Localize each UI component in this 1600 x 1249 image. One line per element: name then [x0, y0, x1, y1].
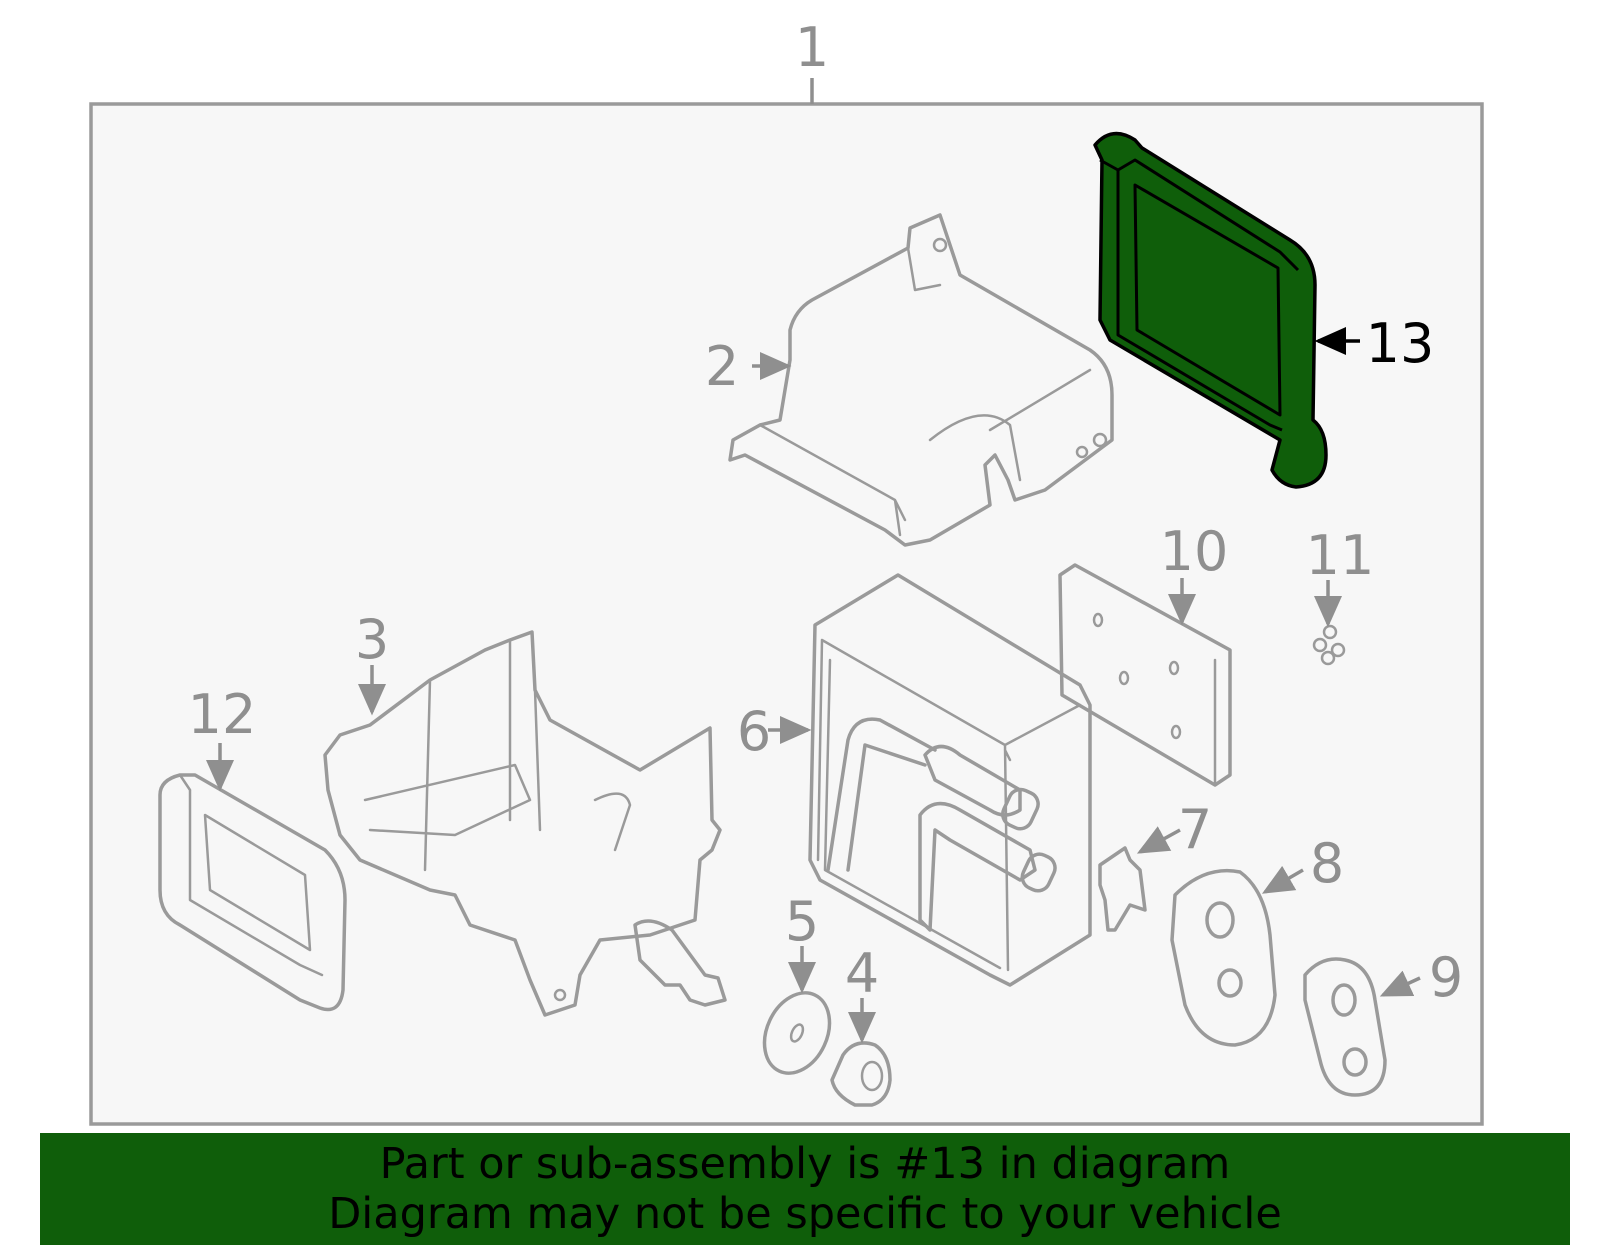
part-13-filter-highlighted	[1093, 131, 1328, 489]
callout-10: 10	[1160, 520, 1229, 583]
banner-line-part: Part or sub-assembly is #13 in diagram	[379, 1139, 1231, 1189]
part-6-evaporator-core	[808, 573, 1092, 987]
part-11-clip	[1312, 624, 1346, 666]
part-5-washer	[762, 991, 832, 1075]
part-2-upper-case	[728, 213, 1114, 547]
callout-1: 1	[795, 16, 829, 79]
callout-12: 12	[188, 683, 257, 746]
callout-11: 11	[1306, 524, 1375, 587]
part-3-lower-case	[323, 630, 727, 1017]
part-12-filter-frame	[158, 773, 347, 1012]
callout-2: 2	[705, 335, 739, 398]
callout-6: 6	[737, 700, 771, 763]
callout-3: 3	[355, 608, 389, 671]
callout-9: 9	[1429, 946, 1463, 1009]
callout-5: 5	[785, 890, 819, 953]
callout-4: 4	[845, 942, 879, 1005]
callout-8-arrow	[1261, 865, 1304, 894]
callout-7: 7	[1178, 798, 1212, 861]
banner-line-disclaimer: Diagram may not be specific to your vehi…	[328, 1189, 1282, 1239]
part-7-bracket	[1098, 846, 1147, 932]
callout-9-arrow	[1379, 970, 1421, 997]
callout-8: 8	[1310, 832, 1344, 895]
info-banner: Part or sub-assembly is #13 in diagram D…	[40, 1133, 1570, 1245]
callout-13: 13	[1366, 312, 1435, 375]
part-9-seal-plate	[1303, 957, 1387, 1097]
callout-7-arrow	[1136, 826, 1181, 854]
part-10-gasket-plate	[1058, 563, 1232, 787]
part-8-seal-plate	[1170, 868, 1277, 1047]
